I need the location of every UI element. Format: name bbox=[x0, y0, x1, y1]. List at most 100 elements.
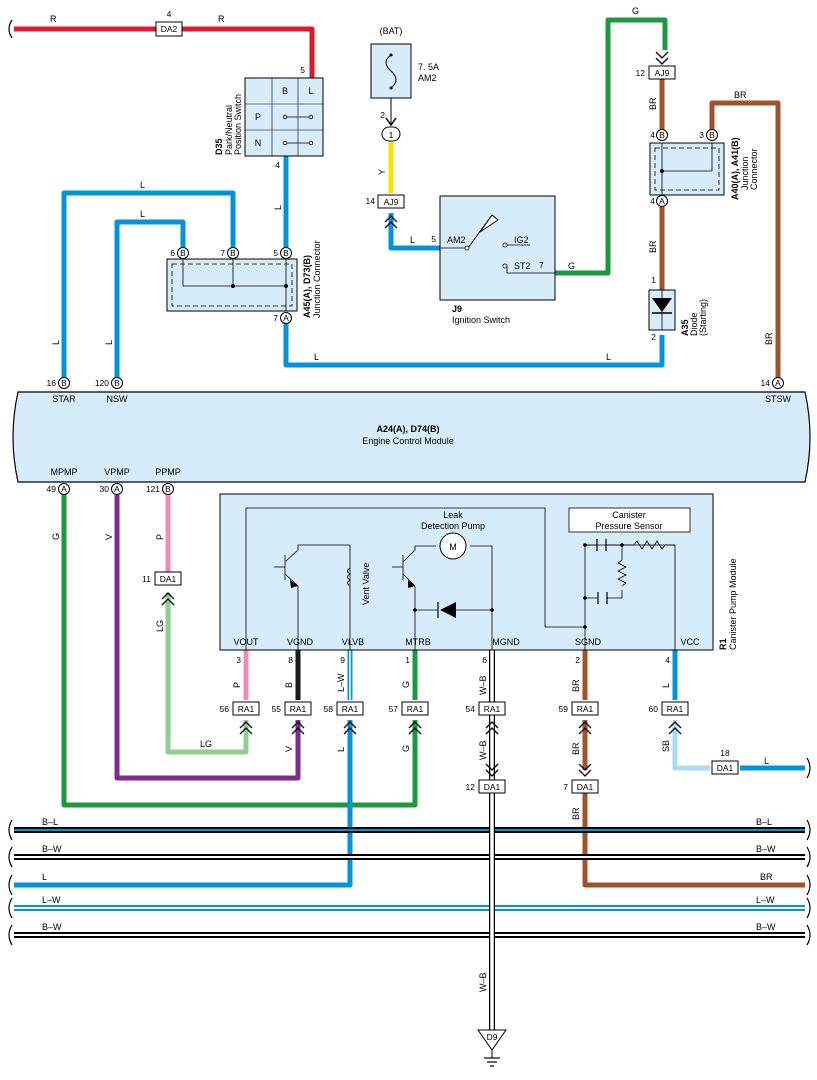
svg-text:6: 6 bbox=[170, 248, 175, 258]
svg-text:B: B bbox=[180, 248, 186, 258]
svg-text:LG: LG bbox=[155, 620, 165, 632]
svg-text:L: L bbox=[273, 205, 283, 210]
svg-text:VCC: VCC bbox=[680, 637, 700, 647]
ecm-pin-vpmp: VPMP bbox=[104, 467, 130, 477]
svg-text:14: 14 bbox=[366, 196, 376, 206]
svg-text:59: 59 bbox=[559, 704, 569, 714]
svg-text:B–W: B–W bbox=[42, 844, 62, 854]
svg-text:DA2: DA2 bbox=[161, 24, 178, 34]
svg-text:RA1: RA1 bbox=[667, 704, 684, 714]
svg-text:J9: J9 bbox=[452, 304, 462, 314]
wire-g-top bbox=[555, 17, 668, 276]
svg-text:Canister: Canister bbox=[612, 510, 646, 520]
svg-text:A: A bbox=[283, 313, 289, 323]
svg-text:4: 4 bbox=[665, 655, 670, 665]
svg-text:B–W: B–W bbox=[42, 922, 62, 932]
svg-text:4: 4 bbox=[167, 9, 172, 19]
wire-end-brackets bbox=[8, 19, 811, 946]
svg-text:DA1: DA1 bbox=[160, 574, 177, 584]
svg-text:DA1: DA1 bbox=[577, 782, 594, 792]
svg-text:A35: A35 bbox=[680, 319, 690, 336]
svg-text:RA1: RA1 bbox=[407, 704, 424, 714]
svg-text:AM2: AM2 bbox=[418, 73, 437, 83]
svg-text:M: M bbox=[449, 542, 457, 552]
svg-text:4: 4 bbox=[275, 160, 280, 170]
wire-v-vpmp bbox=[114, 495, 301, 781]
svg-text:BR: BR bbox=[648, 97, 658, 110]
ecm-pin-ppmp: PPMP bbox=[155, 467, 181, 477]
svg-text:5: 5 bbox=[300, 65, 305, 75]
svg-text:9: 9 bbox=[340, 655, 345, 665]
svg-text:L: L bbox=[42, 872, 47, 882]
svg-text:A: A bbox=[775, 378, 781, 388]
svg-text:B: B bbox=[61, 378, 67, 388]
wire-l-vlvb2 bbox=[14, 720, 353, 888]
svg-text:BR: BR bbox=[571, 679, 581, 692]
svg-text:A: A bbox=[61, 484, 67, 494]
d35-switch: B L P N D35 Park/Neutral Position Switch bbox=[214, 77, 324, 157]
svg-text:Junction: Junction bbox=[740, 156, 750, 190]
svg-text:RA1: RA1 bbox=[484, 704, 501, 714]
svg-text:2: 2 bbox=[575, 655, 580, 665]
svg-text:2: 2 bbox=[380, 110, 385, 120]
ignition-switch: AM2 IG2 ST2 J9 Ignition Switch bbox=[439, 195, 556, 325]
svg-text:49: 49 bbox=[47, 484, 57, 494]
svg-text:57: 57 bbox=[389, 704, 399, 714]
svg-text:LG: LG bbox=[200, 739, 212, 749]
svg-text:11: 11 bbox=[142, 574, 151, 584]
svg-text:B: B bbox=[282, 86, 288, 96]
ecm-box: A24(A), D74(B) Engine Control Module STA… bbox=[12, 391, 811, 483]
svg-text:G: G bbox=[401, 745, 411, 752]
svg-text:P: P bbox=[232, 682, 242, 688]
svg-text:VLVB: VLVB bbox=[342, 637, 364, 647]
svg-text:R1: R1 bbox=[718, 638, 728, 650]
canister-pump-module: M Canister Pressure Sensor Leak Detectio… bbox=[219, 493, 738, 651]
svg-text:L: L bbox=[140, 180, 145, 190]
svg-text:30: 30 bbox=[100, 484, 110, 494]
svg-text:N: N bbox=[255, 138, 262, 148]
ground-d9: D9 bbox=[477, 1029, 507, 1067]
svg-text:55: 55 bbox=[272, 704, 282, 714]
ecm-pin-mpmp: MPMP bbox=[51, 467, 78, 477]
wire-l-star bbox=[61, 190, 236, 383]
wire-r bbox=[14, 26, 315, 78]
svg-text:RA1: RA1 bbox=[290, 704, 307, 714]
svg-text:P: P bbox=[255, 112, 261, 122]
svg-text:4: 4 bbox=[650, 130, 655, 140]
svg-text:G: G bbox=[51, 533, 61, 540]
svg-text:P: P bbox=[155, 534, 165, 540]
svg-text:Y: Y bbox=[377, 169, 387, 175]
svg-text:Leak: Leak bbox=[443, 510, 463, 520]
svg-text:VGND: VGND bbox=[287, 637, 314, 647]
d35-id: D35 bbox=[214, 138, 224, 155]
wire-l-nsw bbox=[114, 219, 186, 383]
svg-text:B: B bbox=[283, 248, 289, 258]
svg-text:B–L: B–L bbox=[756, 817, 772, 827]
svg-text:B: B bbox=[230, 248, 236, 258]
wire-lg bbox=[165, 593, 249, 755]
svg-text:BR: BR bbox=[760, 872, 773, 882]
svg-text:DA1: DA1 bbox=[717, 763, 734, 773]
svg-text:8: 8 bbox=[288, 655, 293, 665]
wire-labels: R R G BR BR L L L L L L L Y G BR L BR G … bbox=[42, 6, 776, 992]
svg-text:B: B bbox=[165, 484, 171, 494]
svg-text:RA1: RA1 bbox=[238, 704, 255, 714]
svg-text:G: G bbox=[568, 261, 575, 271]
svg-text:14: 14 bbox=[761, 378, 771, 388]
svg-text:AJ9: AJ9 bbox=[655, 68, 670, 78]
svg-text:A40(A), A41(B): A40(A), A41(B) bbox=[730, 137, 740, 200]
svg-text:16: 16 bbox=[47, 378, 57, 388]
ecm-name: Engine Control Module bbox=[362, 436, 454, 446]
svg-text:12: 12 bbox=[636, 68, 646, 78]
svg-text:L: L bbox=[764, 756, 769, 766]
svg-text:IG2: IG2 bbox=[514, 235, 529, 245]
svg-text:V: V bbox=[104, 534, 114, 540]
svg-text:5: 5 bbox=[273, 248, 278, 258]
a40-junction: A40(A), A41(B) Junction Connector bbox=[649, 137, 759, 200]
svg-text:6: 6 bbox=[482, 655, 487, 665]
svg-text:R: R bbox=[218, 14, 225, 24]
svg-text:1: 1 bbox=[651, 275, 656, 285]
svg-text:W–B: W–B bbox=[478, 740, 488, 760]
svg-text:B: B bbox=[709, 130, 715, 140]
